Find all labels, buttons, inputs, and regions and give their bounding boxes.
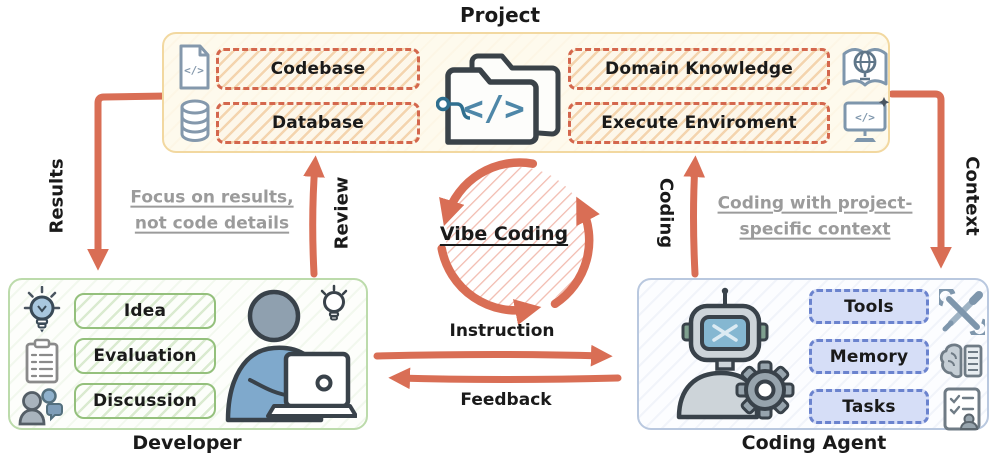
tasks-chip: Tasks xyxy=(809,389,929,424)
book-globe-icon xyxy=(842,48,888,87)
vibe-coding-label: Vibe Coding xyxy=(439,223,569,245)
code-glyph: </> xyxy=(184,64,204,77)
developer-box-title: Developer xyxy=(132,432,242,454)
code-glyph: </> xyxy=(463,89,524,129)
domain-knowledge-label: Domain Knowledge xyxy=(605,59,793,79)
feedback-label: Feedback xyxy=(460,390,552,410)
project-box: </> Codebase Database </> Domain Knowled… xyxy=(162,32,890,153)
tools-icon xyxy=(939,289,985,335)
coding-label: Coding xyxy=(655,177,677,249)
database-chip: Database xyxy=(216,102,420,144)
instruction-label: Instruction xyxy=(449,321,555,341)
discussion-label: Discussion xyxy=(92,391,198,411)
task-list-icon xyxy=(943,387,981,431)
coding-agent-box: Tools Memory Tasks xyxy=(637,278,989,431)
context-arrow xyxy=(888,90,952,269)
coding-agent-box-title: Coding Agent xyxy=(741,432,887,454)
review-arrow xyxy=(303,155,325,278)
memory-label: Memory xyxy=(829,346,909,367)
developer-box: Idea Evaluation Discussion xyxy=(8,278,368,430)
results-arrow xyxy=(87,92,172,271)
gear-icon xyxy=(735,360,795,420)
project-folder-icon: </> xyxy=(436,53,561,145)
brain-chip-icon xyxy=(939,343,983,379)
tools-chip: Tools xyxy=(809,289,929,324)
developer-side-note: Focus on results, not code details xyxy=(130,185,293,238)
idea-label: Idea xyxy=(123,301,167,321)
vibe-cycle-arrows xyxy=(437,158,600,325)
code-glyph: </> xyxy=(855,111,875,124)
discussion-chip: Discussion xyxy=(74,383,216,419)
agent-side-note: Coding with project- specific context xyxy=(718,191,913,244)
lightbulb-icon xyxy=(23,286,61,333)
developer-at-laptop-illustration xyxy=(225,284,357,423)
note-line: specific context xyxy=(739,220,891,240)
discussion-icon xyxy=(18,388,63,426)
codebase-label: Codebase xyxy=(270,59,366,79)
memory-chip: Memory xyxy=(809,339,929,374)
database-label: Database xyxy=(271,113,365,133)
clipboard-icon xyxy=(25,338,59,384)
review-label: Review xyxy=(331,176,353,250)
note-line: Coding with project- xyxy=(717,193,913,214)
codebase-chip: Codebase xyxy=(216,48,420,90)
robot-illustration xyxy=(676,287,795,420)
feedback-arrow xyxy=(388,367,622,390)
project-title: Project xyxy=(459,3,541,27)
tasks-label: Tasks xyxy=(842,396,896,417)
evaluation-chip: Evaluation xyxy=(74,338,216,374)
code-file-icon: </> xyxy=(179,44,210,90)
idea-bulb-icon xyxy=(320,284,348,321)
coding-arrow xyxy=(683,155,706,278)
monitor-code-icon: </> xyxy=(843,97,890,142)
idea-chip: Idea xyxy=(74,293,216,329)
results-label: Results xyxy=(46,158,68,234)
domain-knowledge-chip: Domain Knowledge xyxy=(568,48,830,90)
database-icon xyxy=(180,99,210,143)
execute-environment-chip: Execute Enviroment xyxy=(568,102,830,144)
instruction-arrow xyxy=(373,344,613,367)
execute-environment-label: Execute Enviroment xyxy=(601,113,797,133)
evaluation-label: Evaluation xyxy=(93,346,197,366)
note-line: Focus on results, xyxy=(130,187,294,208)
note-line: not code details xyxy=(134,214,290,234)
front-folder xyxy=(445,67,539,145)
context-label: Context xyxy=(961,156,983,236)
tools-label: Tools xyxy=(844,296,894,317)
vibe-cycle-fill xyxy=(446,167,588,309)
